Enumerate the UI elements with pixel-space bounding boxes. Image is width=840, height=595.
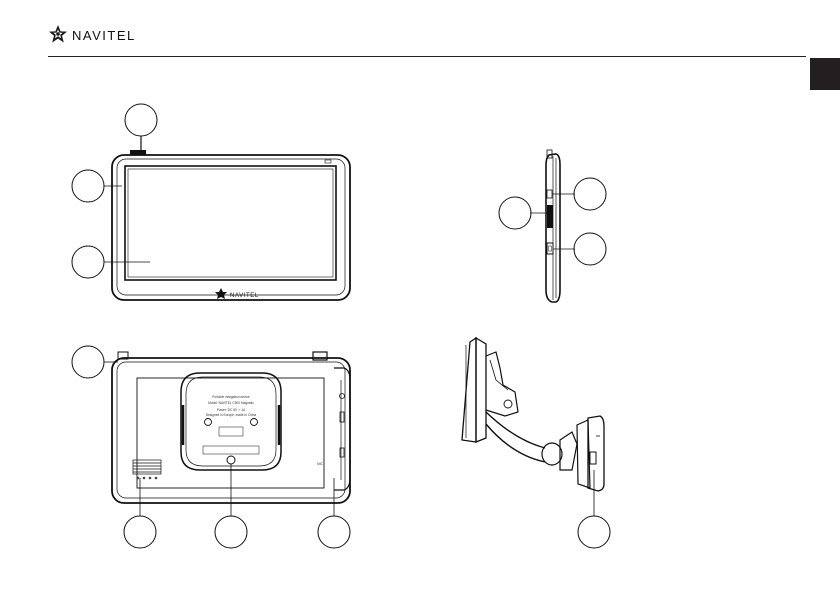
callout-back-3 [214,515,248,549]
back-label-line-3: Power: DC 5V ⎓ 1A [217,408,246,412]
back-view-device [104,351,351,516]
callout-mount-1 [577,515,611,549]
magnetic-mount-plate [180,372,282,471]
screw-hole-right [250,418,258,426]
sd-card-slot [547,205,553,228]
back-label-line-2: Model: NAVITEL C500 Magnetic [208,401,254,405]
front-view-device [104,136,351,301]
mic-label: MIC [317,462,324,466]
usb-port [546,242,554,255]
language-tab-marker [810,58,840,90]
callout-side-2 [573,177,607,211]
reset-hole [226,455,236,465]
back-label-line-1: Portable navigation device [212,395,250,399]
callout-front-3 [71,245,105,279]
speaker-grille [132,459,162,480]
callout-back-4 [317,515,351,549]
header-divider [48,56,806,57]
navitel-star-logo-icon [49,25,67,43]
touch-screen [124,165,337,281]
audio-jack [546,189,553,199]
back-label-line-4: Designed in Europe, made in China [206,413,257,417]
callout-markers [71,103,611,549]
screen-logo-text: NAVITEL [230,293,259,299]
device-body-front [111,154,351,301]
callout-back-2 [123,515,157,549]
screen-logo [215,288,227,299]
callout-side-1 [498,196,532,230]
page-header: NAVITEL [48,20,808,54]
callout-side-3 [573,232,607,266]
windshield-mount [461,336,605,516]
screw-hole-left [204,418,212,426]
brand-name: NAVITEL [72,28,136,43]
power-button [130,150,146,155]
callout-front-1 [124,103,158,137]
callout-back-1 [71,345,105,379]
side-view-device [530,149,575,303]
callout-front-2 [71,169,105,203]
